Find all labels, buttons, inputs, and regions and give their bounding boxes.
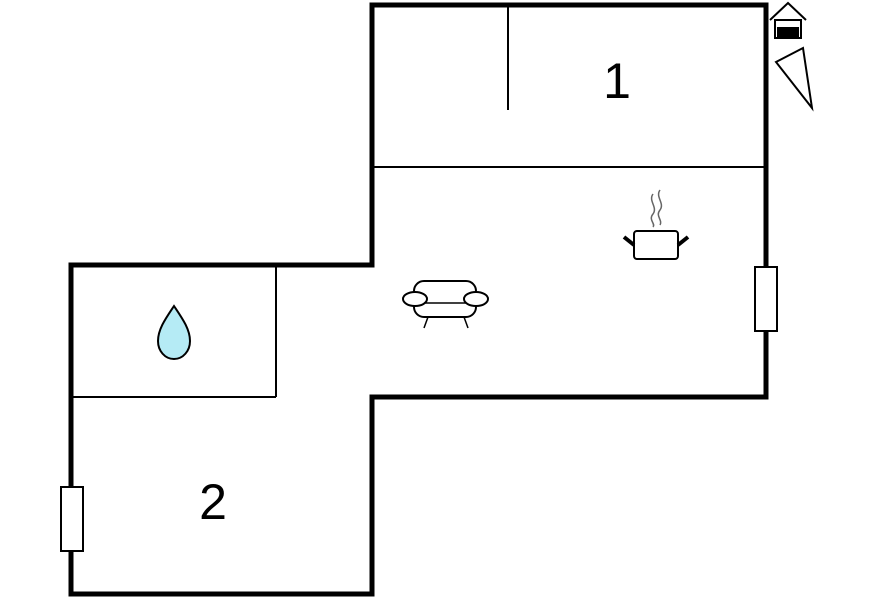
outer-wall	[68, 2, 769, 597]
window-icon	[754, 266, 778, 332]
north-arrow-icon	[774, 46, 814, 112]
window-icon	[60, 486, 84, 552]
water-drop-icon	[156, 304, 192, 361]
room-label-2: 2	[199, 474, 227, 530]
room-label-1: 1	[603, 53, 631, 109]
sofa-icon	[402, 280, 489, 329]
house-icon	[769, 1, 807, 39]
cooking-pot-icon	[622, 189, 690, 260]
